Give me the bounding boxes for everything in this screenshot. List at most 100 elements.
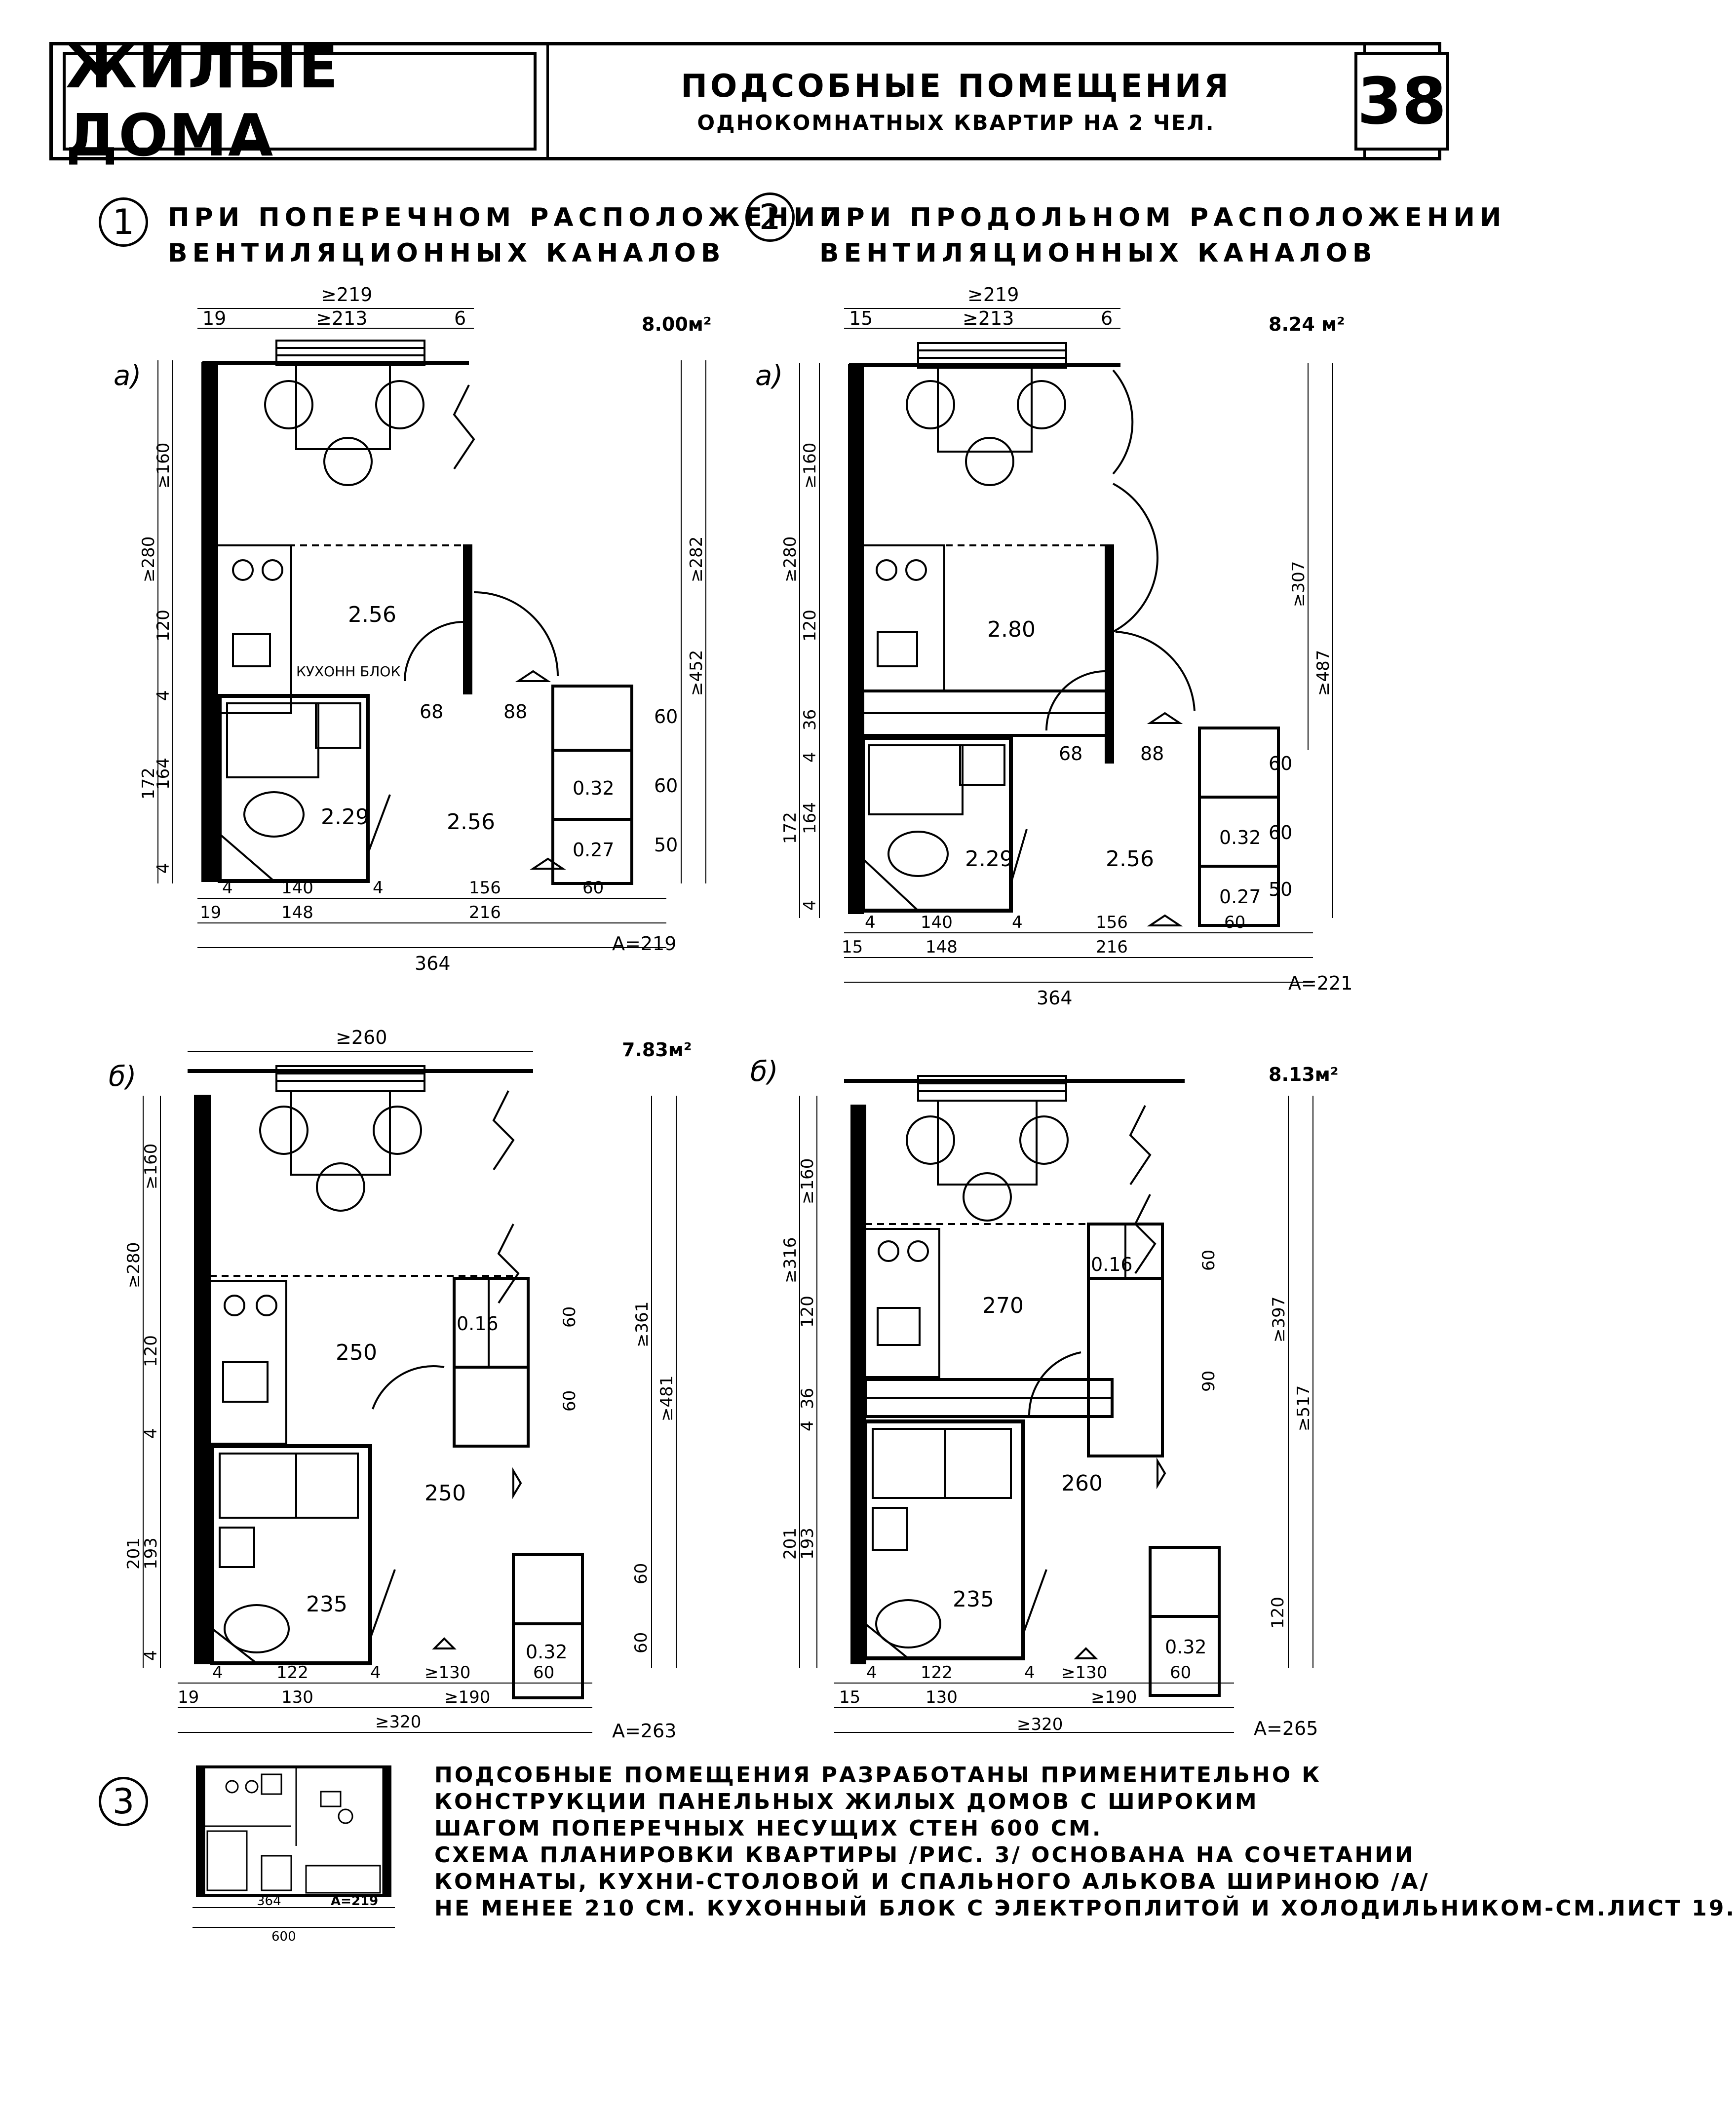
- header-subtitle-line1: ПОДСОБНЫЕ ПОМЕЩЕНИЯ: [681, 68, 1232, 105]
- section2-number: 2: [745, 192, 795, 242]
- dim-left: 193: [141, 1537, 161, 1570]
- dim-bottom: 4: [1024, 1663, 1035, 1683]
- room-area: 2.56: [348, 602, 396, 627]
- note-line: КОНСТРУКЦИИ ПАНЕЛЬНЫХ ЖИЛЫХ ДОМОВ С ШИРО…: [434, 1789, 1259, 1814]
- plan-variant: б): [750, 1056, 778, 1088]
- dim-bottom: 156: [469, 878, 501, 898]
- chair-icon: [1019, 1115, 1069, 1165]
- apartment-scheme: 364 600 А=219: [193, 1765, 395, 1944]
- note-line: КОМНАТЫ, КУХНИ-СТОЛОВОЙ И СПАЛЬНОГО АЛЬК…: [434, 1869, 1430, 1894]
- dim-left: 120: [800, 610, 820, 642]
- room-area: 0.27: [573, 839, 615, 861]
- dim-left: 4: [800, 900, 820, 911]
- chair-icon: [316, 1162, 365, 1212]
- toilet-icon: [224, 1604, 290, 1653]
- bathroom: [861, 736, 1013, 913]
- dim-bottom: 216: [1096, 937, 1128, 957]
- dim-inner: 60: [631, 1563, 651, 1584]
- dim-inner: 88: [503, 701, 527, 723]
- dim-bottom: 19: [200, 903, 221, 922]
- plan-area: 8.24 м²: [1269, 313, 1345, 335]
- dim-left: 120: [141, 1335, 161, 1367]
- dim-inner: 60: [1199, 1250, 1219, 1271]
- a-label: А=265: [1254, 1718, 1318, 1739]
- chair-icon: [1017, 380, 1066, 429]
- chair-icon: [963, 1172, 1012, 1222]
- plan-2b: б) 8.13м² 270 260 235 0.16 0.32 А=265 60…: [750, 1056, 1338, 1739]
- dim-right: ≥282: [687, 536, 706, 582]
- dim-bottom: 15: [842, 937, 863, 957]
- dim-inner: 60: [560, 1306, 579, 1328]
- plan-area: 7.83м²: [622, 1039, 692, 1061]
- dim-left: 164: [800, 802, 820, 834]
- dim-left: 4: [798, 1420, 817, 1431]
- table-icon: [937, 367, 1033, 453]
- a-label: А=221: [1288, 972, 1352, 994]
- note-line: ШАГОМ ПОПЕРЕЧНЫХ НЕСУЩИХ СТЕН 600 СМ.: [434, 1816, 1103, 1841]
- dim-left: 36: [800, 709, 820, 730]
- explanatory-note: ПОДСОБНЫЕ ПОМЕЩЕНИЯ РАЗРАБОТАНЫ ПРИМЕНИТ…: [434, 1762, 1736, 1922]
- dim-left: 4: [141, 1428, 161, 1439]
- kitchen-block: [862, 544, 945, 692]
- room-area: 2.56: [447, 809, 495, 835]
- dim-left: 36: [798, 1388, 817, 1409]
- plan-variant: а): [755, 360, 783, 392]
- dim-bottom: 60: [533, 1663, 554, 1683]
- dim-bottom: 216: [469, 903, 501, 922]
- dim-bottom: 19: [178, 1687, 199, 1707]
- dim-left: 164: [154, 758, 173, 790]
- dim-bottom: 4: [222, 878, 233, 898]
- dim-bottom: 156: [1096, 913, 1128, 932]
- note-line: СХЕМА ПЛАНИРОВКИ КВАРТИРЫ /РИС. 3/ ОСНОВ…: [434, 1842, 1415, 1868]
- dim-bottom: ≥320: [375, 1712, 421, 1732]
- section1-title: ПРИ ПОПЕРЕЧНОМ РАСПОЛОЖЕНИИ ВЕНТИЛЯЦИОНН…: [168, 200, 847, 271]
- chair-icon: [906, 380, 955, 429]
- dim-right: ≥452: [687, 650, 706, 696]
- dim-top-4: 6: [454, 307, 466, 329]
- room-area: 2.29: [965, 846, 1013, 872]
- dim-inner: 60: [654, 775, 678, 797]
- a-label: А=219: [612, 933, 676, 955]
- section2-title: ПРИ ПРОДОЛЬНОМ РАСПОЛОЖЕНИИ ВЕНТИЛЯЦИОНН…: [819, 200, 1506, 271]
- room-area: 0.32: [526, 1641, 568, 1663]
- dim-right: ≥361: [632, 1302, 652, 1347]
- dim-left: 120: [154, 610, 173, 642]
- dim-left: 4: [154, 690, 173, 701]
- table-icon: [295, 364, 391, 450]
- dim-inner: 68: [1059, 743, 1082, 765]
- dim-top-4: 6: [1101, 307, 1113, 329]
- dim-right: ≥481: [657, 1376, 677, 1421]
- wardrobe: [512, 1553, 584, 1699]
- bathroom: [218, 694, 370, 883]
- toilet-icon: [887, 831, 949, 877]
- dim-bottom: 122: [276, 1663, 309, 1683]
- dim-top-1: ≥260: [336, 1027, 387, 1048]
- table-icon: [937, 1100, 1038, 1186]
- toilet-icon: [875, 1599, 941, 1648]
- chair-icon: [323, 437, 373, 486]
- chair-icon: [373, 1106, 422, 1155]
- chair-icon: [906, 1115, 955, 1165]
- room-area: 0.16: [457, 1313, 499, 1335]
- dim-bottom: 60: [1224, 913, 1245, 932]
- kitchen-block: [864, 1228, 940, 1378]
- room-area: 235: [953, 1587, 994, 1612]
- room-area: 0.32: [1219, 827, 1261, 848]
- dim-bottom: 4: [866, 1663, 877, 1683]
- room-area: 270: [982, 1293, 1024, 1318]
- header-subtitle-line2: ОДНОКОМНАТНЫХ КВАРТИР НА 2 ЧЕЛ.: [697, 110, 1215, 135]
- dim-bottom: ≥130: [424, 1663, 470, 1683]
- dim-bottom: 148: [926, 937, 958, 957]
- dim-bottom: 60: [582, 878, 604, 898]
- sheet-number: 38: [1354, 52, 1450, 151]
- dim-inner: 60: [560, 1390, 579, 1412]
- dim-bottom: 140: [281, 878, 313, 898]
- chair-icon: [375, 380, 424, 429]
- dim-left: 172: [780, 812, 800, 844]
- dim-inner: 88: [1140, 743, 1164, 765]
- room-area: 0.16: [1091, 1254, 1133, 1275]
- dim-left: ≥280: [780, 536, 800, 582]
- room-area: 0.32: [1165, 1636, 1207, 1658]
- vent-channels: [203, 556, 217, 846]
- section1-number: 1: [99, 197, 148, 247]
